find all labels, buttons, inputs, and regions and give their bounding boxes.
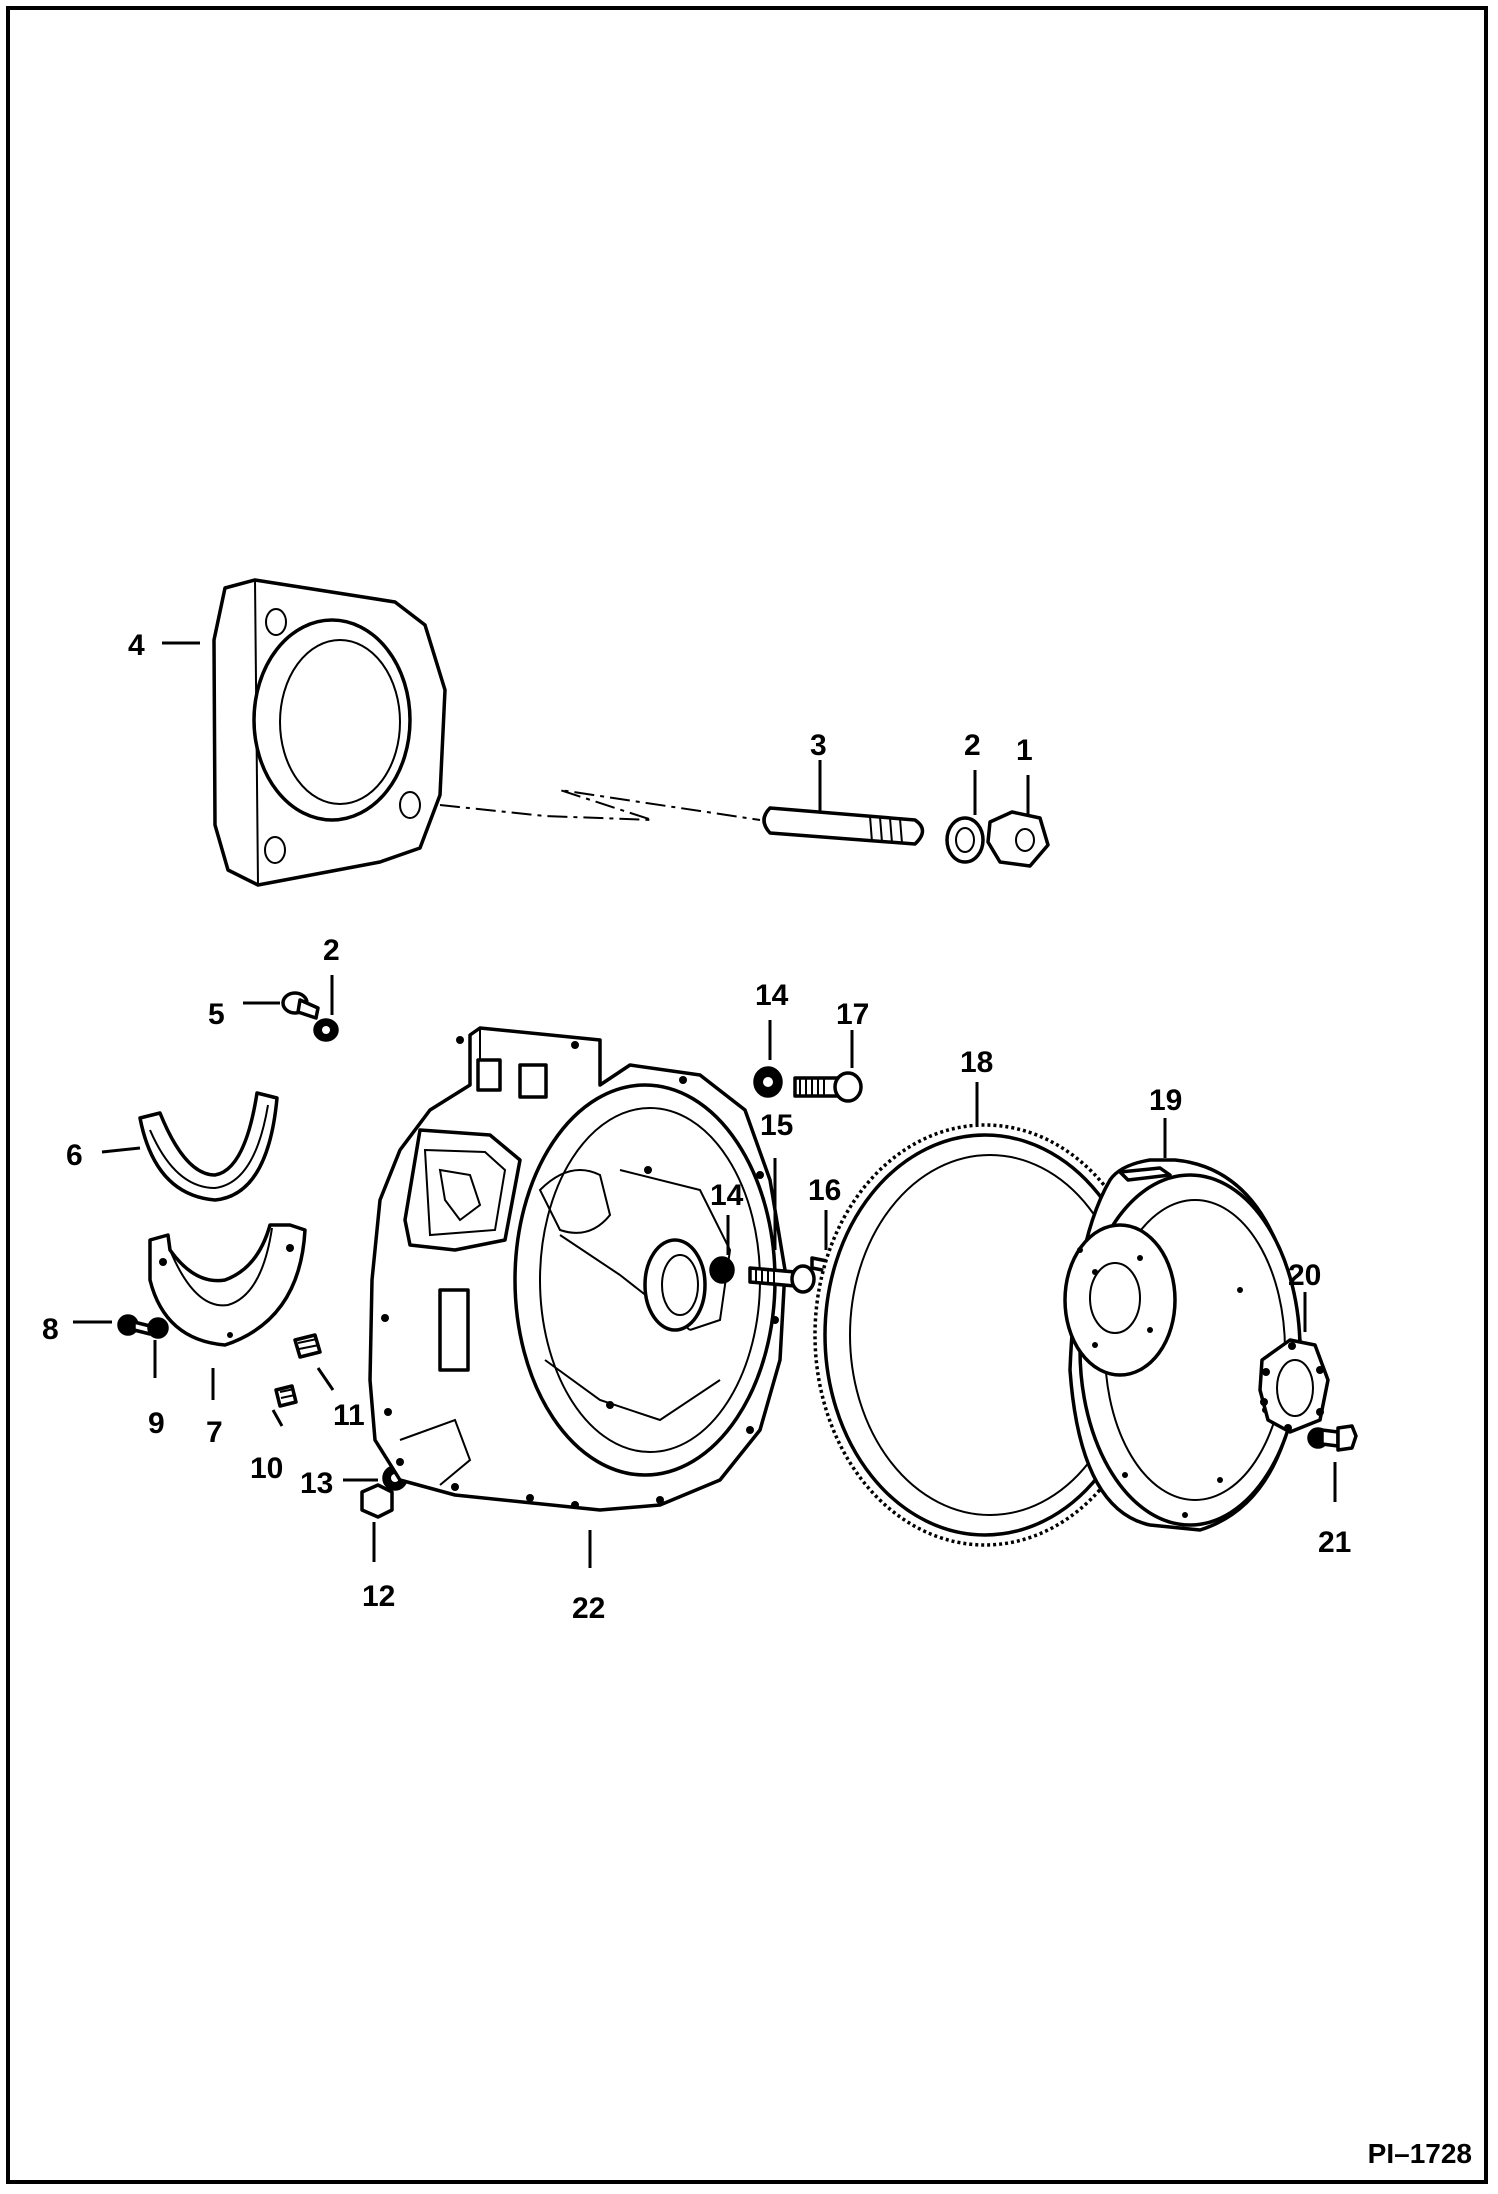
callout-labels: 1 2 3 4 2 5 6 7 8 9 10 11 12 13 14 14 15… [42,629,1351,1625]
callout-16: 16 [808,1174,841,1207]
plug-11-part [293,1333,322,1359]
callout-21: 21 [1318,1526,1351,1559]
callout-11: 11 [333,1399,365,1432]
housing-bolt-15-part [748,1264,816,1294]
callout-9: 9 [148,1407,165,1440]
callout-5: 5 [208,998,225,1031]
callout-3: 3 [810,729,827,762]
flywheel-plate-part [1258,1338,1330,1434]
alignment-line [439,789,761,821]
small-washer-part [313,1018,339,1042]
callout-15: 15 [760,1109,793,1142]
callout-22: 22 [572,1592,605,1625]
callout-2: 2 [964,729,981,762]
callout-18: 18 [960,1046,993,1079]
retainer-washer-part [147,1317,169,1339]
figure-reference-number: PI–1728 [1367,2138,1472,2169]
callout-14: 14 [755,979,789,1012]
callout-17: 17 [836,998,869,1031]
hex-nut-part [986,810,1050,868]
callout-4: 4 [128,629,145,662]
callout-13: 13 [300,1467,333,1500]
plug-10-part [274,1384,298,1408]
callout-2: 2 [323,934,340,967]
lock-washer-part [945,816,985,864]
drain-plug-part [360,1483,394,1519]
callout-19: 19 [1149,1084,1182,1117]
retainer-bolt-part [117,1314,152,1336]
lower-washer-14-part [709,1256,735,1284]
flywheel-housing-part [368,1026,787,1512]
callout-1: 1 [1016,734,1033,767]
callout-14: 14 [710,1179,744,1212]
flywheel-bolt-part [1307,1424,1358,1452]
diagram-frame [6,6,1488,2184]
callout-8: 8 [42,1313,59,1346]
adapter-plate-part [212,578,447,887]
upper-washer-14-part [753,1066,783,1098]
callout-20: 20 [1288,1259,1321,1292]
flywheel-part [1063,1158,1302,1532]
callout-6: 6 [66,1139,83,1172]
callout-7: 7 [206,1416,223,1449]
small-bolt-part [281,991,320,1020]
ring-gear-part [813,1123,1157,1547]
callout-10: 10 [250,1452,283,1485]
lower-seal-retainer-part [148,1223,307,1347]
callout-12: 12 [362,1580,395,1613]
upper-seal-half-part [138,1091,279,1202]
stud-part [762,806,925,846]
leader-lines [73,641,1337,1568]
housing-bolt-17-part [793,1071,863,1103]
